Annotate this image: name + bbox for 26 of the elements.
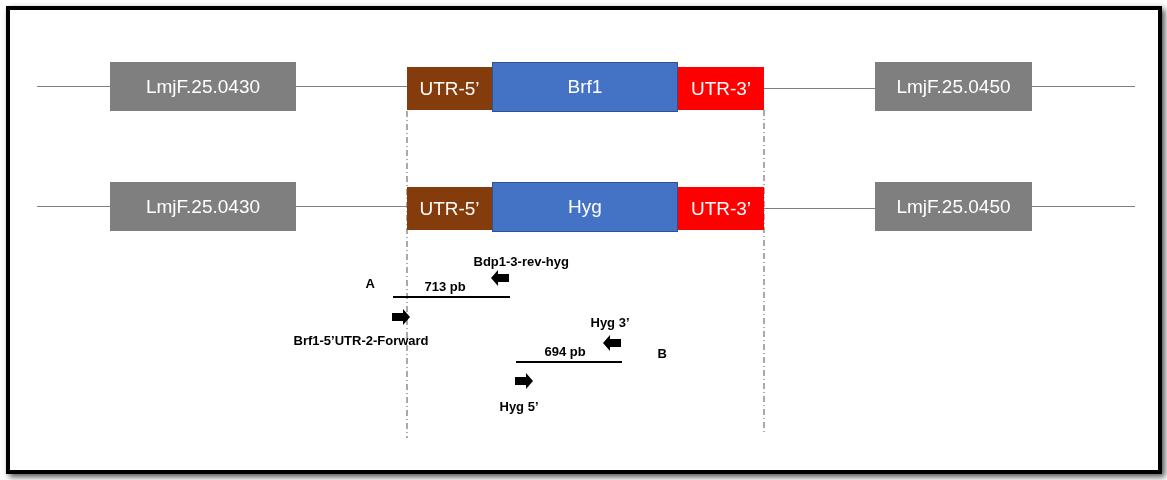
connector-line <box>1031 85 1136 88</box>
gene-box: LmjF.25.0430 <box>110 62 296 111</box>
utr-box: UTR-5’ <box>407 67 492 110</box>
utr-box: UTR-3’ <box>678 187 764 230</box>
gene-box: LmjF.25.0430 <box>110 182 296 231</box>
connector-line <box>1031 205 1136 208</box>
product-letter: B <box>657 345 667 361</box>
product-size: 694 pb <box>544 343 586 359</box>
gene-box: Brf1 <box>492 62 678 112</box>
gene-box: LmjF.25.0450 <box>875 182 1032 231</box>
primer-name: Bdp1-3-rev-hyg <box>473 253 569 269</box>
connector-line <box>763 87 876 90</box>
connector-line <box>763 207 876 210</box>
primer-name: Brf1-5’UTR-2-Forward <box>293 332 429 348</box>
connector-line <box>36 85 111 88</box>
utr-box: UTR-3’ <box>678 67 764 110</box>
product-letter: A <box>365 275 375 291</box>
gene-box: LmjF.25.0450 <box>875 62 1032 111</box>
connector-line <box>295 85 408 88</box>
connector-line <box>295 205 408 208</box>
gene-box: Hyg <box>492 182 678 232</box>
primer-name: Hyg 3’ <box>590 314 630 330</box>
utr-box: UTR-5’ <box>407 187 492 230</box>
primer-name: Hyg 5’ <box>499 398 539 414</box>
product-size: 713 pb <box>424 278 466 294</box>
connector-line <box>36 205 111 208</box>
